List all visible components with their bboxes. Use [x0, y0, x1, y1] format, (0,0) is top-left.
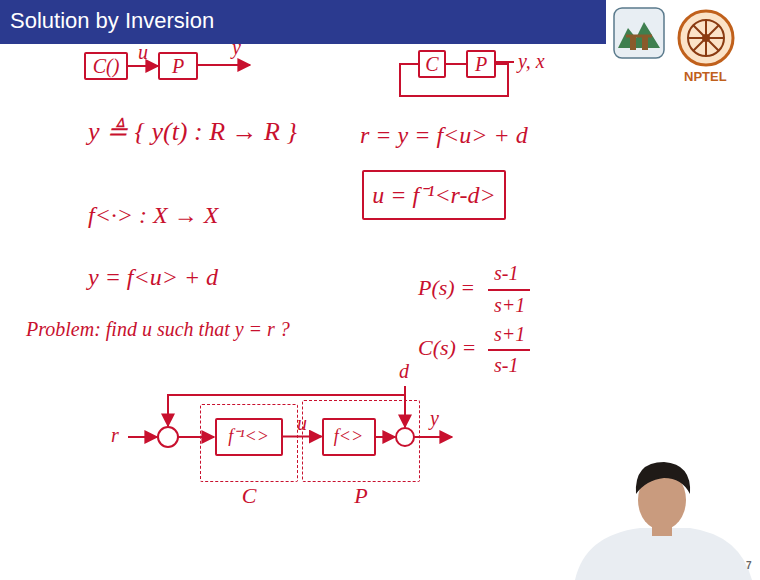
reference-wire: [128, 436, 157, 438]
group-label: C: [242, 484, 257, 508]
problem-statement: Problem: find u such that y = r ?: [26, 318, 290, 340]
signal-wire: [178, 436, 214, 438]
signal-name: y: [232, 36, 241, 58]
inverse-block: f⁻¹<>: [215, 418, 283, 456]
edge-label: u: [297, 412, 307, 434]
signal-connector: [446, 63, 466, 65]
disturbance-wire: [404, 386, 406, 427]
block-label: u = f⁻¹<r-d>: [372, 182, 495, 208]
group-label: P: [354, 484, 367, 508]
summing-junction: [158, 427, 178, 447]
signal-connector: [128, 65, 158, 67]
block-label: C(): [93, 55, 120, 77]
numerator: s+1: [494, 323, 525, 345]
controller-box: C: [418, 50, 446, 78]
block-label: P: [172, 55, 184, 77]
plant-block: f<>: [322, 418, 376, 456]
logo-text: NPTEL: [684, 70, 727, 84]
boxed-equation: u = f⁻¹<r-d>: [362, 170, 506, 220]
signal-wire: [376, 436, 395, 438]
output-wire: [496, 61, 514, 63]
signal-name: r: [111, 424, 119, 446]
numerator: s-1: [494, 262, 518, 284]
plant-box: P: [466, 50, 496, 78]
equation: r = y = f<u> + d: [360, 122, 528, 148]
plant-box: P: [158, 52, 198, 80]
controller-box: C(): [84, 52, 128, 80]
equation: f<·> : X → X: [88, 202, 218, 228]
edge-label: u: [138, 41, 148, 63]
presenter-figure: [575, 462, 752, 580]
nptel-logo: [679, 11, 733, 65]
fraction-bar: [488, 289, 530, 291]
denominator: s+1: [494, 294, 525, 316]
slide-number: 7: [746, 560, 752, 571]
signal-name: d: [399, 360, 409, 382]
fraction-bar: [488, 349, 530, 351]
signal-name: y: [430, 407, 439, 429]
block-label: C: [425, 53, 438, 75]
signal-name: y, x: [518, 50, 545, 72]
denominator: s-1: [494, 354, 518, 376]
block-label: P: [475, 53, 487, 75]
signal-connector: [400, 64, 508, 96]
block-label: f⁻¹<>: [228, 427, 269, 447]
controller-group: Cf⁻¹<>: [200, 404, 298, 482]
summing-junction: [396, 428, 414, 446]
title-bar: [0, 0, 606, 44]
transfer-function: P(s) =: [418, 276, 475, 300]
equation: y = f<u> + d: [88, 264, 218, 290]
equation: y ≜ { y(t) : R → R }: [88, 118, 297, 147]
block-label: f<>: [334, 427, 363, 447]
output-wire: [198, 64, 250, 66]
institute-logo: [614, 8, 664, 58]
transfer-function: C(s) =: [418, 336, 476, 360]
plant-group: Pf<>: [302, 400, 420, 482]
slide-title: Solution by Inversion: [10, 9, 214, 33]
